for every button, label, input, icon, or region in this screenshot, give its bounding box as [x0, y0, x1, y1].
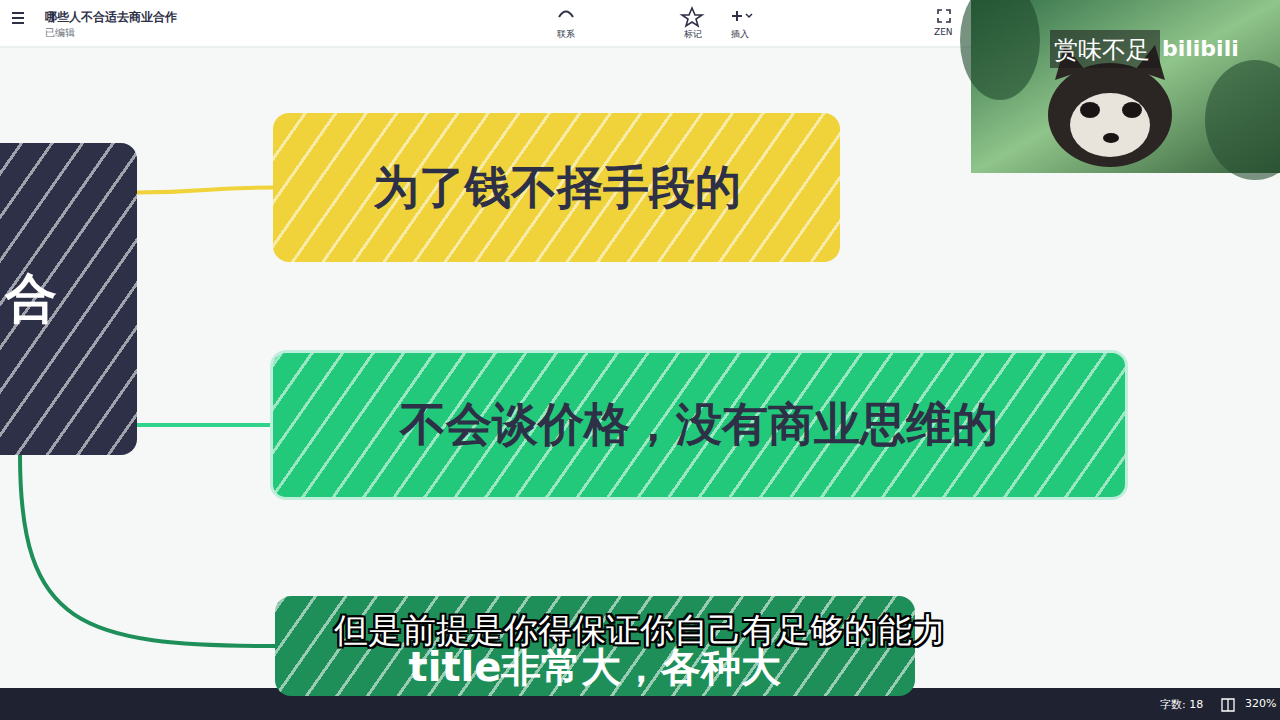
node-text: 合 [5, 264, 57, 334]
word-count: 字数: 18 [1160, 697, 1203, 712]
root-node: 合 [0, 143, 137, 455]
star-icon [682, 8, 702, 26]
toolbar-label: ZEN [934, 27, 953, 37]
topic-box: 不会谈价格，没有商业思维的 [270, 350, 1128, 500]
streamer-name: 赏味不足 [1054, 34, 1150, 66]
toolbar-label: 标记 [684, 28, 702, 41]
link-icon [559, 12, 573, 18]
plus-icon [732, 11, 742, 21]
branch-line [20, 455, 275, 646]
branch-line [137, 423, 270, 427]
toolbar-label: 插入 [731, 28, 749, 41]
branch-line [137, 188, 273, 193]
zoom-level: 320% [1245, 697, 1276, 710]
topic-box: 为了钱不择手段的 [273, 113, 840, 262]
document-title: 哪些人不合适去商业合作 [45, 9, 177, 26]
watermark: bilibili [1162, 36, 1239, 61]
node-text: 为了钱不择手段的 [373, 157, 741, 219]
webcam-overlay [960, 0, 1280, 180]
menu-icon [12, 13, 24, 23]
toolbar-label: 联系 [557, 28, 575, 41]
save-status: 已编辑 [45, 26, 75, 40]
node-text: 不会谈价格，没有商业思维的 [400, 394, 998, 456]
zen-icon [938, 10, 950, 22]
subtitle: 但是前提是你得保证你自己有足够的能力 [334, 608, 946, 654]
